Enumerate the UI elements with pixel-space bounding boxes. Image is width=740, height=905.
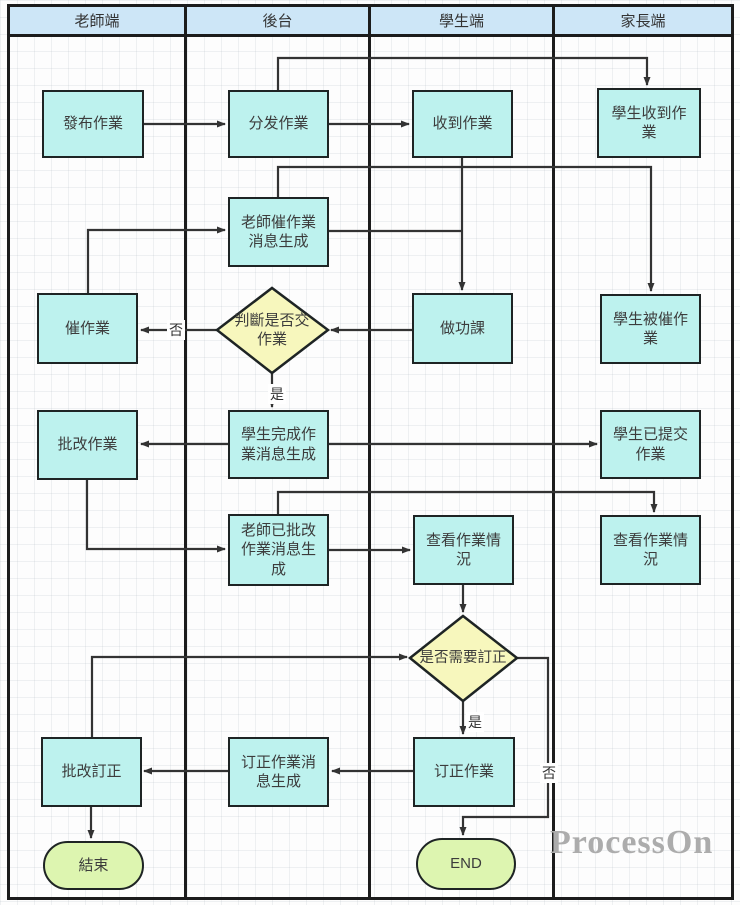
node-label: 查看作業情況 bbox=[425, 531, 501, 569]
node-parent-submitted[interactable]: 學生已提交作業 bbox=[600, 410, 701, 479]
lane-header-label: 老師端 bbox=[74, 13, 120, 30]
lane-header-backend[interactable]: 後台 bbox=[184, 4, 371, 37]
node-done-msg[interactable]: 學生完成作業消息生成 bbox=[228, 410, 329, 479]
node-homework[interactable]: 做功課 bbox=[412, 293, 513, 364]
node-label: 批改訂正 bbox=[61, 763, 122, 781]
node-fix-msg[interactable]: 订正作業消息生成 bbox=[228, 737, 329, 807]
node-parent-receive[interactable]: 學生收到作業 bbox=[597, 88, 701, 158]
node-label: 做功課 bbox=[439, 319, 485, 337]
node-label: 學生收到作業 bbox=[611, 104, 687, 142]
node-view-student[interactable]: 查看作業情況 bbox=[413, 515, 514, 585]
lane-header-student[interactable]: 學生端 bbox=[368, 4, 555, 37]
node-publish[interactable]: 發布作業 bbox=[42, 90, 144, 158]
node-regrade[interactable]: 批改訂正 bbox=[41, 737, 142, 807]
node-label: 催作業 bbox=[64, 319, 110, 337]
lane-divider-2 bbox=[368, 4, 371, 900]
lane-header-label: 家長端 bbox=[620, 13, 666, 30]
node-label: 订正作業 bbox=[433, 763, 494, 781]
lane-divider-3 bbox=[552, 4, 555, 900]
lane-header-parent[interactable]: 家長端 bbox=[552, 4, 734, 37]
node-receive[interactable]: 收到作業 bbox=[412, 90, 513, 158]
node-label: 订正作業消息生成 bbox=[240, 753, 316, 791]
node-fix[interactable]: 订正作業 bbox=[413, 737, 515, 807]
node-label: 查看作業情況 bbox=[612, 531, 688, 569]
processon-watermark: ProcessOn bbox=[550, 824, 714, 861]
node-label: 老師催作業消息生成 bbox=[240, 213, 316, 251]
node-label: 批改作業 bbox=[57, 436, 118, 454]
lane-divider-1 bbox=[184, 4, 187, 900]
decision-label-check-submit: 判斷是否交作業 bbox=[234, 311, 310, 349]
node-remind-msg[interactable]: 老師催作業消息生成 bbox=[228, 197, 329, 267]
node-distribute[interactable]: 分发作業 bbox=[228, 90, 329, 158]
node-grade[interactable]: 批改作業 bbox=[37, 410, 138, 480]
node-label: 學生完成作業消息生成 bbox=[240, 426, 316, 463]
node-end-student[interactable]: END bbox=[416, 838, 516, 890]
edge-label-yes-2: 是 bbox=[466, 712, 484, 732]
node-label: END bbox=[450, 855, 482, 873]
edge-label-yes-1: 是 bbox=[268, 384, 286, 404]
lane-header-teacher[interactable]: 老師端 bbox=[7, 4, 187, 37]
node-label: 結束 bbox=[78, 856, 109, 874]
node-label: 收到作業 bbox=[432, 115, 493, 133]
node-label: 學生已提交作業 bbox=[612, 426, 688, 463]
node-label: 老師已批改作業消息生成 bbox=[240, 521, 316, 578]
node-parent-urged[interactable]: 學生被催作業 bbox=[600, 294, 701, 364]
node-label: 學生被催作業 bbox=[612, 310, 688, 348]
edge-label-no-2: 否 bbox=[540, 763, 558, 783]
node-label: 發布作業 bbox=[62, 115, 123, 133]
node-graded-msg[interactable]: 老師已批改作業消息生成 bbox=[228, 514, 329, 586]
node-view-parent[interactable]: 查看作業情況 bbox=[600, 515, 701, 585]
lane-header-label: 後台 bbox=[262, 13, 293, 30]
node-label: 分发作業 bbox=[248, 115, 309, 133]
node-urge[interactable]: 催作業 bbox=[37, 293, 138, 364]
edge-label-no-1: 否 bbox=[167, 320, 185, 340]
decision-label-need-fix: 是否需要訂正 bbox=[419, 649, 507, 666]
lane-header-label: 學生端 bbox=[438, 13, 484, 30]
node-end-teacher[interactable]: 結束 bbox=[43, 841, 144, 890]
